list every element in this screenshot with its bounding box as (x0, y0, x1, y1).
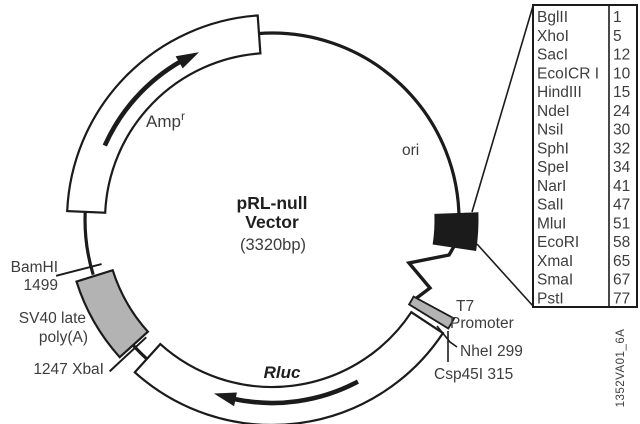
enzyme-position: 24 (613, 103, 631, 120)
enzyme-position: 65 (613, 253, 630, 270)
vector-size-label: (3320bp) (240, 236, 306, 254)
enzyme-name: PstI (537, 290, 564, 307)
enzyme-name: HindIII (537, 84, 582, 101)
plasmid-backbone-arc-right (258, 31, 461, 224)
enzyme-name: SacI (537, 47, 568, 64)
enzyme-name: NsiI (537, 122, 564, 139)
amp-arrowhead (175, 52, 199, 69)
enzyme-name: SalI (537, 197, 564, 214)
enzyme-position: 30 (613, 122, 631, 139)
t7-label-line2: Promoter (450, 315, 514, 332)
bamhi-site-position: 1499 (24, 277, 58, 294)
callout-line-bottom (476, 243, 534, 307)
enzyme-name: XhoI (537, 28, 569, 45)
enzyme-name: SmaI (537, 272, 573, 289)
nhei-site-label: NheI 299 (460, 343, 523, 360)
enzyme-position: 32 (613, 140, 630, 157)
enzyme-name: SpeI (537, 159, 569, 176)
xbai-site-label: 1247 XbaI (33, 361, 104, 378)
nhei-leader-line (436, 325, 458, 348)
enzyme-position: 41 (613, 178, 630, 195)
enzyme-position: 77 (613, 290, 630, 307)
vector-title-line2: Vector (245, 212, 299, 232)
enzyme-position: 58 (613, 234, 630, 251)
enzyme-name: BglII (537, 9, 568, 26)
enzyme-name: SphI (537, 140, 569, 157)
rluc-gene-label: Rluc (264, 363, 301, 382)
enzyme-table-border (532, 4, 638, 308)
sv40-polya-band (75, 268, 150, 359)
backbone-zigzag (405, 242, 458, 302)
plasmid-backbone-arc-left (83, 210, 95, 276)
rluc-direction-arrow (233, 379, 359, 406)
enzyme-name: NarI (537, 178, 566, 195)
enzyme-name: XmaI (537, 253, 573, 270)
csp45i-site-label: Csp45I 315 (434, 366, 513, 383)
enzyme-position: 34 (613, 159, 631, 176)
rluc-arrowhead (213, 392, 237, 407)
sv40-label-line1: SV40 late (19, 310, 86, 327)
t7-promoter-box (407, 295, 456, 330)
enzyme-position: 51 (613, 215, 630, 232)
xbai-tick (108, 336, 147, 373)
enzyme-position: 12 (613, 47, 630, 64)
sv40-label-line2: poly(A) (39, 329, 88, 346)
enzyme-position: 67 (613, 272, 630, 289)
enzyme-name: EcoRI (537, 234, 579, 251)
amp-direction-arrow (102, 59, 182, 147)
enzyme-position: 15 (613, 84, 630, 101)
enzyme-position: 10 (613, 65, 631, 82)
bamhi-tick (55, 263, 102, 277)
callout-line-top (471, 5, 534, 213)
enzyme-name: NdeI (537, 103, 570, 120)
amp-gene-label: Ampr (146, 109, 185, 131)
enzyme-position: 47 (613, 197, 630, 214)
bamhi-site-name: BamHI (11, 259, 58, 276)
enzyme-name: MluI (537, 215, 566, 232)
mcs-black-box (432, 212, 479, 251)
amp-gene-band (66, 14, 262, 214)
figure-watermark: 1352VA01_6A (615, 329, 627, 408)
ori-label: ori (402, 142, 419, 159)
enzyme-position: 1 (613, 9, 622, 26)
rluc-gene-band (133, 310, 445, 424)
enzyme-name: EcoICR I (537, 65, 599, 82)
t7-label-line1: T7 (456, 298, 474, 315)
enzyme-position: 5 (613, 28, 622, 45)
vector-title-line1: pRL-null (237, 193, 308, 213)
